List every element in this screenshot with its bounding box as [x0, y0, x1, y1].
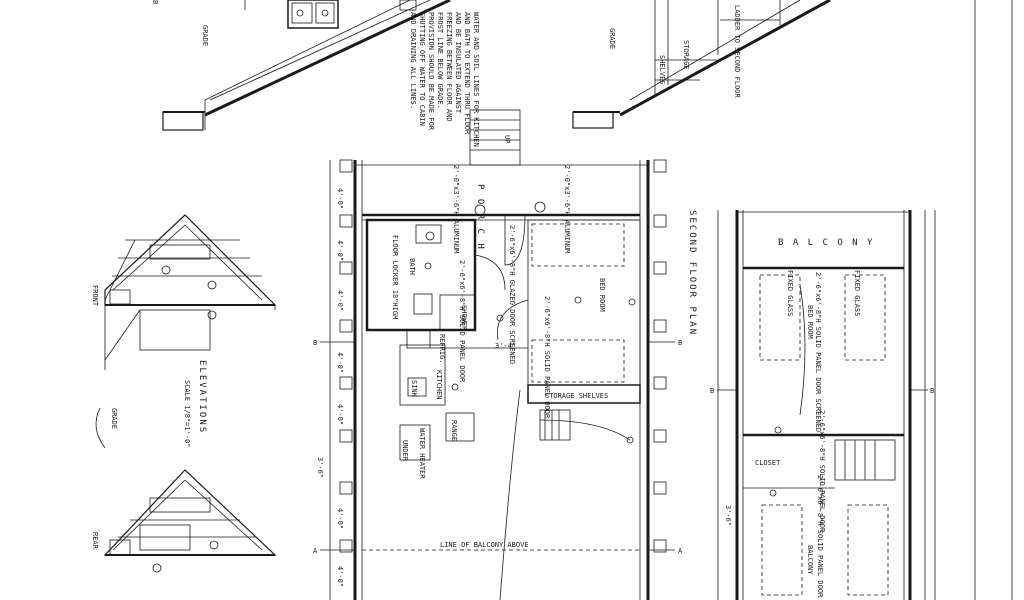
svg-text:B: B: [151, 0, 159, 4]
section-a-right: A: [678, 547, 683, 555]
glazed-door-note: 2'-6"x6'-8"H GLAZED DOOR SCREENED: [508, 225, 516, 364]
sink-label: SINK: [410, 380, 418, 398]
section-b-left: B: [313, 339, 317, 347]
range-label: RANGE: [450, 420, 458, 441]
upper-door-top-note: 2'-6"x6'-8"H SOLID PANEL DOOR SCREENED: [814, 272, 822, 432]
shelves-label: SHELVES: [658, 55, 666, 85]
rear-label: REAR: [91, 532, 99, 550]
upper-door-mid-note: 2'-6"x6'-8"H SOLID PANEL DOOR: [818, 410, 826, 533]
elevations-title: ELEVATIONS: [197, 360, 207, 434]
section-right: GRADE STORAGE SHELVES LADDER TO SECOND F…: [572, 0, 831, 129]
section-left: GRADE B: [151, 0, 451, 131]
upper-section-b-right: B: [930, 387, 934, 395]
elevations-scale: SCALE 1/8"=1'-0": [183, 380, 191, 447]
bedroom-door-note: 2'-6"x6'-8"H SOLID PANEL DOOR: [543, 296, 551, 419]
first-floor-dimensions: 4'-0" 4'-0" 4'-0" 4'-0" 4'-0" 4'-0" 3'-6…: [316, 188, 344, 587]
fixed-glass-left: FIXED GLASS: [786, 270, 794, 316]
dimension: 4'-0": [336, 290, 344, 311]
floor-locker-label: FLOOR LOCKER 18"HIGH: [391, 235, 399, 319]
dimension: 4'-0": [336, 188, 344, 209]
bath-door-note: 2'-6"x6'-8"H SOLID PANEL DOOR: [458, 260, 466, 383]
plumbing-notes: WATER AND SOIL LINES FOR KITCHEN AND BAT…: [409, 12, 480, 147]
note-line: SHUTTING OFF WATER TO CABIN: [418, 12, 426, 126]
first-floor-plan: UP P O R C H 2'-0"x3'-6"H ALUMINUM 2'-0"…: [313, 109, 683, 600]
storage-label: STORAGE: [682, 40, 690, 70]
water-heater-label: WATER HEATER: [418, 428, 426, 479]
note-line: AND BATH TO EXTEND THRU FLOOR: [463, 12, 471, 135]
bedroom-label: BED ROOM: [598, 278, 606, 312]
front-label: FRONT: [91, 285, 99, 307]
under-label: UNDER: [401, 440, 409, 462]
balcony-label: B A L C O N Y: [778, 238, 874, 248]
window-note-left: 2'-0"x3'-6"H ALUMINUM: [452, 165, 460, 254]
grade-elev-label: GRADE: [110, 408, 118, 429]
refrig-label: REFRIG.: [438, 334, 446, 364]
upper-bedroom-label: BED ROOM: [806, 305, 814, 339]
balcony-above-label: LINE OF BALCONY ABOVE: [440, 541, 529, 549]
dimension: 4'-0": [336, 508, 344, 529]
second-floor-title: SECOND FLOOR PLAN: [687, 210, 697, 336]
upper-dim: 3'-6": [724, 505, 732, 526]
note-line: FREEZING BETWEEN FLOOR AND: [445, 12, 453, 122]
elevation-front: [104, 214, 277, 370]
kitchen-label: KITCHEN: [435, 370, 443, 400]
window-note-right: 2'-0"x3'-6"H ALUMINUM: [563, 165, 571, 254]
dimension: 4'-0": [336, 566, 344, 587]
dimension: 3'-6": [316, 457, 324, 478]
note-line: FROST LINE BELOW GRADE.: [436, 12, 444, 109]
porch-label: P O R C H: [475, 184, 485, 251]
second-floor-plan: SECOND FLOOR PLAN B A L C O N Y FIXED GL…: [687, 210, 936, 600]
dim-3-4: 3'-4": [495, 342, 516, 350]
upper-balcony-low-label: BALCONY: [806, 545, 814, 575]
up-label: UP: [503, 135, 511, 143]
ladder-label: LADDER TO SECOND FLOOR: [733, 5, 741, 99]
note-line: AND BE INSULATED AGAINST: [454, 12, 462, 114]
note-line: WATER AND SOIL LINES FOR KITCHEN: [472, 12, 480, 147]
upper-section-b-left: B: [710, 387, 714, 395]
fixed-glass-right: FIXED GLASS: [853, 270, 861, 316]
dimension: 4'-0": [336, 240, 344, 261]
dimension: 4'-0": [336, 352, 344, 373]
section-a-left: A: [313, 547, 318, 555]
storage-shelves-label: STORAGE SHELVES: [545, 392, 608, 400]
elevation-rear: [103, 469, 277, 573]
dimension: 4'-0": [336, 404, 344, 425]
elevations-title-block: ELEVATIONS SCALE 1/8"=1'-0" GRADE: [95, 360, 207, 449]
grade-label-right: GRADE: [608, 28, 616, 49]
note-line: AND DRAINING ALL LINES.: [409, 12, 417, 109]
grade-label-left: GRADE: [201, 25, 209, 46]
bath-label: BATH: [408, 258, 416, 275]
closet-label: CLOSET: [755, 459, 781, 467]
shower-label: SHOWER: [460, 305, 468, 331]
upper-door-low-note: 2'-6"x6'-8"H SOLID PANEL DOOR: [816, 475, 824, 598]
note-line: PROVISION SHOULD BE MADE FOR: [427, 12, 435, 131]
section-b-right: B: [678, 339, 682, 347]
